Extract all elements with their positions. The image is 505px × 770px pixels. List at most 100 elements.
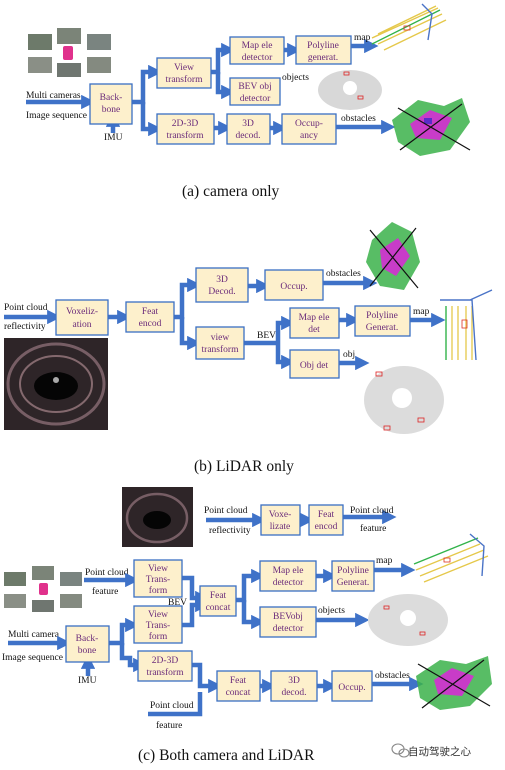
map-ele-detector-label-c: Map ele (273, 566, 304, 576)
svg-text:bone: bone (78, 646, 96, 656)
reflectivity-label: reflectivity (4, 321, 46, 332)
obstacles-output-label: obstacles (341, 114, 376, 124)
view-transform-box-b (195, 326, 245, 360)
occup-box-c (331, 670, 373, 702)
3d-decod-label: 3D (242, 119, 254, 129)
backbone-label-c: Back- (76, 634, 99, 644)
svg-text:detector: detector (273, 578, 304, 588)
lidar-scan-thumbnail-c (122, 487, 193, 547)
obstacles-output-label-c: obstacles (375, 671, 410, 681)
obstacles-output-label-b: obstacles (326, 269, 361, 279)
reflectivity-label-c: reflectivity (209, 525, 251, 536)
backbone-box-c (65, 625, 110, 663)
map-ele-detector-label: Map ele (242, 41, 273, 51)
point-cloud-feature-label-top: Point cloud (350, 506, 394, 516)
backbone-label: Back- (100, 93, 123, 103)
backbone-box (89, 83, 133, 125)
bev-label-c: BEV (168, 598, 187, 608)
3d-decod-label-b: 3D (216, 275, 228, 285)
polyline-generat-label-c: Polyline (337, 566, 369, 576)
map-ele-det-box (289, 307, 340, 339)
2d-3d-transform-label-c: 2D-3D (152, 656, 179, 666)
view-transform-box-c1 (133, 559, 183, 598)
feat-encod-box-c (308, 504, 344, 536)
camera-images-thumbnail (28, 28, 111, 77)
svg-text:transform: transform (167, 130, 205, 141)
occup-box-b (264, 269, 324, 301)
view-transform-label-b: view (211, 333, 230, 343)
wechat-icon (391, 743, 410, 758)
2d-3d-transform-box (156, 113, 215, 145)
svg-text:decod.: decod. (235, 131, 260, 141)
panel-a-caption: (a) camera only (182, 183, 279, 200)
panel-b: Point cloud reflectivity BEV Voxeliz- at… (4, 222, 493, 475)
point-cloud-label-c-left: Point cloud (85, 568, 129, 578)
svg-text:encod: encod (315, 522, 338, 532)
occupancy-label: Occup- (295, 119, 323, 129)
feat-encod-label-c: Feat (318, 510, 335, 520)
panel-b-caption: (b) LiDAR only (194, 458, 294, 475)
map-output-label-b: map (413, 307, 430, 317)
view-transform-label: View (174, 63, 194, 73)
3d-decod-box (226, 113, 271, 145)
svg-text:detector: detector (242, 53, 273, 63)
2d-3d-transform-label: 2D-3D (172, 119, 199, 129)
3d-decod-box-c (270, 670, 318, 702)
svg-text:form: form (149, 585, 168, 596)
map-output-image-c (413, 533, 489, 583)
map-ele-detector-box (229, 36, 285, 65)
voxelizate-box (260, 504, 301, 536)
svg-text:bone: bone (102, 105, 120, 115)
svg-text:ancy: ancy (300, 131, 318, 141)
imu-label-c: IMU (78, 676, 97, 686)
svg-text:detector: detector (273, 624, 304, 634)
voxelizate-label: Voxe- (269, 510, 292, 520)
obj-det-box (289, 349, 340, 379)
feat-encod-box (125, 301, 175, 333)
bevobj-detector-box-c (259, 606, 317, 638)
svg-text:Generat.: Generat. (337, 578, 369, 588)
map-ele-detector-box-c (259, 560, 317, 592)
map-output-label-c: map (376, 556, 393, 566)
view-transform-box-c2 (133, 605, 183, 644)
svg-text:Decod.: Decod. (208, 287, 235, 297)
lidar-scan-thumbnail (4, 338, 108, 430)
feat-encod-label: Feat (142, 307, 159, 317)
view-transform-box (156, 57, 212, 89)
bevobj-detector-label-c: BEVobj (273, 612, 303, 622)
svg-text:transform: transform (166, 74, 204, 85)
objects-output-image (318, 70, 382, 110)
polyline-generat-label-b: Polyline (366, 311, 398, 321)
voxelization-box (55, 299, 109, 336)
svg-text:generat.: generat. (308, 53, 338, 63)
feat-concat-box-c1 (199, 585, 237, 617)
point-cloud-label-c-bottom: Point cloud (150, 701, 194, 711)
3d-decod-box-b (195, 267, 249, 303)
obstacles-output-image (392, 98, 471, 156)
objects-output-label-c: objects (318, 606, 345, 616)
feat-concat-label-c1: Feat (210, 591, 227, 601)
map-output-image-b (440, 289, 493, 361)
svg-text:det: det (308, 325, 320, 335)
svg-text:detector: detector (240, 94, 271, 104)
image-sequence-label: Image sequence (26, 111, 87, 121)
3d-decod-label-c: 3D (288, 676, 300, 686)
svg-text:encod: encod (139, 319, 162, 329)
panel-a: Multi cameras Image sequence IMU Back- b… (26, 3, 471, 200)
2d-3d-transform-box-c (137, 650, 193, 682)
multi-camera-label-c: Multi camera (8, 630, 60, 640)
svg-text:form: form (149, 631, 168, 642)
svg-text:Trans-: Trans- (146, 575, 170, 585)
imu-label: IMU (104, 133, 123, 143)
svg-text:concat: concat (226, 688, 251, 698)
obj-output-image-b (364, 366, 444, 434)
feature-label-c-bottom: feature (156, 720, 182, 731)
view-transform-label-c2: View (148, 610, 168, 620)
voxelization-label: Voxeliz- (66, 307, 98, 317)
point-cloud-label-c-top: Point cloud (204, 506, 248, 516)
bev-label: BEV (257, 331, 276, 341)
svg-text:Trans-: Trans- (146, 621, 170, 631)
polyline-generat-box-c (331, 560, 375, 592)
watermark-text: 自动驾驶之心 (408, 746, 471, 758)
